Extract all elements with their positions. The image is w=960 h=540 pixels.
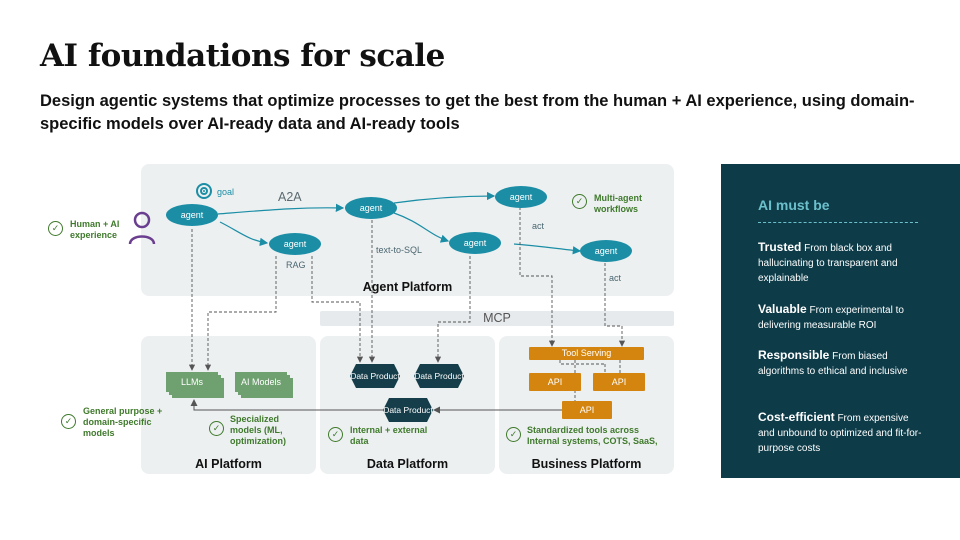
specialized-check-icon: ✓ [209, 421, 224, 436]
agent-node-3[interactable]: agent [495, 186, 547, 208]
internal-external-label: Internal + external data [350, 425, 428, 446]
api-box-1[interactable]: API [529, 373, 581, 391]
edge-agent2-agent4 [393, 212, 450, 243]
multi-agent-label: Multi-agent workflows [594, 193, 642, 214]
general-purpose-check-icon: ✓ [61, 414, 76, 429]
principle-heading: Cost-efficient [758, 410, 835, 424]
principle-cost-efficient: Cost-efficient From expensive and unboun… [758, 410, 928, 456]
goal-label: goal [217, 187, 235, 197]
specialized-label: Specialized models (ML, optimization) [230, 414, 286, 446]
agent-node-4[interactable]: agent [449, 232, 501, 254]
human-ai-check-icon: ✓ [48, 221, 63, 236]
principle-text: From expensive and unbound to optimized … [758, 413, 922, 454]
edge-agent1-agent-rag [219, 221, 269, 247]
standardized-label: Standardized tools across Internal syste… [527, 425, 658, 446]
standardized-check-icon: ✓ [506, 427, 521, 442]
ai-must-be-title: AI must be [758, 197, 830, 213]
general-purpose-label: General purpose + domain-specific models [83, 406, 163, 438]
api-box-2[interactable]: API [593, 373, 645, 391]
principle-text: From black box and hallucinating to tran… [758, 243, 898, 284]
api-box-3[interactable]: API [562, 401, 612, 419]
agent-platform-title: Agent Platform [362, 280, 453, 294]
mcp-bar: MCP [320, 311, 674, 326]
data-platform-title: Data Platform [366, 457, 449, 471]
principle-text: From experimental to delivering measurab… [758, 305, 904, 331]
edge-agent3-toolserving [519, 207, 556, 347]
agent-node-5[interactable]: agent [580, 240, 632, 262]
multi-agent-check-icon: ✓ [572, 194, 587, 209]
principle-text: From biased algorithms to ethical and in… [758, 351, 908, 377]
edge-agent-rag-dataproduct [311, 256, 364, 363]
edge-agent4-agent5 [513, 243, 582, 255]
agent-platform-panel [141, 164, 674, 296]
text-to-sql-label: text-to-SQL [376, 245, 423, 255]
rag-label: RAG [286, 260, 306, 270]
principle-responsible: Responsible From biased algorithms to et… [758, 348, 928, 379]
ai-must-be-panel: AI must be Trusted From black box and ha… [721, 164, 960, 478]
edge-agent-rag-llms [204, 256, 277, 371]
internal-external-check-icon: ✓ [328, 427, 343, 442]
page-title: AI foundations for scale [40, 38, 445, 74]
goal-target-icon [196, 183, 212, 199]
ai-platform-title: AI Platform [195, 457, 262, 471]
edge-agent2-agent3 [393, 191, 496, 204]
principle-valuable: Valuable From experimental to delivering… [758, 302, 928, 333]
business-platform-title: Business Platform [531, 457, 642, 471]
edge-agent4-dataproduct2 [434, 256, 471, 363]
edge-agent5-toolserving [604, 263, 626, 347]
edge-tool-api-left [559, 360, 606, 374]
data-product-3[interactable]: Data Product [383, 398, 433, 422]
agent-node-1[interactable]: agent [166, 204, 218, 226]
edge-agent1-agent2 [217, 203, 345, 215]
llms-model-card[interactable]: LLMs [166, 372, 218, 392]
principle-heading: Trusted [758, 240, 802, 254]
act-label-2: act [609, 273, 622, 283]
a2a-label: A2A [278, 190, 302, 204]
data-product-1[interactable]: Data Product [350, 364, 400, 388]
divider [758, 222, 918, 223]
person-icon [128, 211, 156, 245]
ai-models-card[interactable]: AI Models [235, 372, 287, 392]
principle-heading: Valuable [758, 302, 807, 316]
data-product-2[interactable]: Data Product [414, 364, 464, 388]
tool-serving-bar[interactable]: Tool Serving [529, 347, 644, 360]
human-ai-label: Human + AI experience [70, 219, 120, 240]
act-label-1: act [532, 221, 545, 231]
edge-dataproduct3-llms [190, 399, 384, 411]
agent-node-2[interactable]: agent [345, 197, 397, 219]
ai-platform-panel [141, 336, 316, 474]
page-subtitle: Design agentic systems that optimize pro… [40, 92, 915, 133]
principle-heading: Responsible [758, 348, 830, 362]
agent-node-rag[interactable]: agent [269, 233, 321, 255]
principle-trusted: Trusted From black box and hallucinating… [758, 240, 928, 286]
